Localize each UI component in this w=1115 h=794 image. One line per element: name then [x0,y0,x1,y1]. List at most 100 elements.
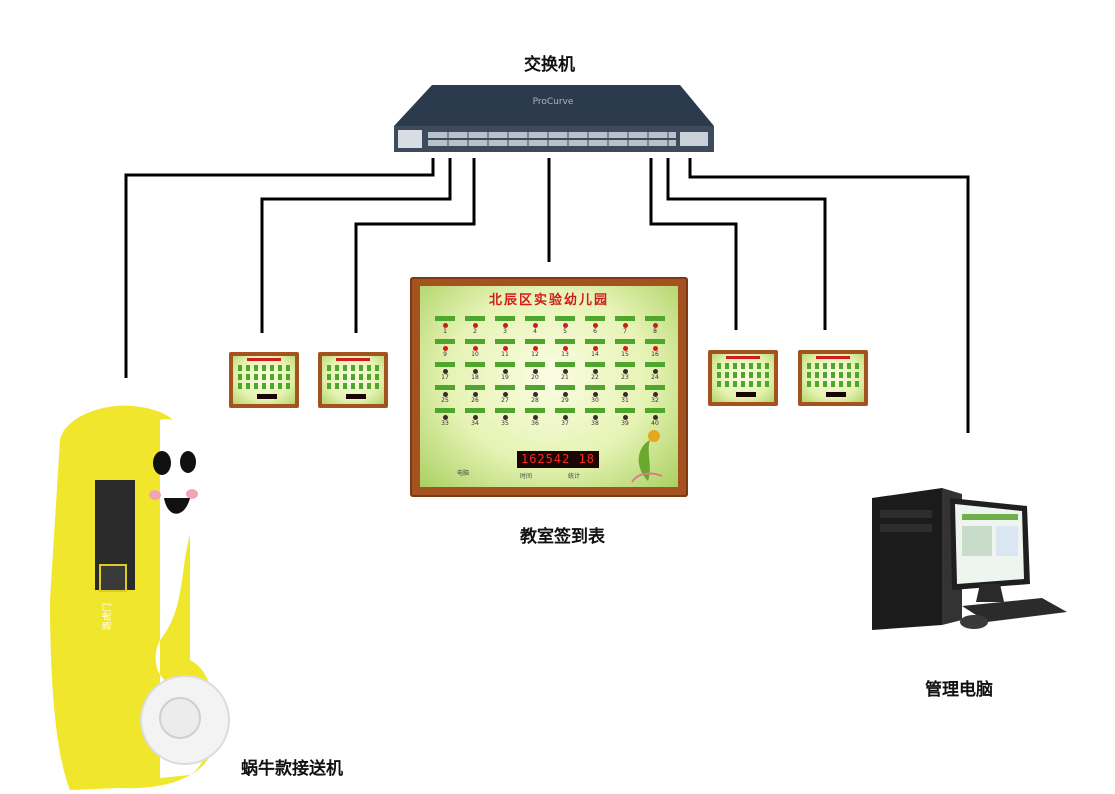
network-switch: ProCurve [388,82,718,162]
name-tag [525,362,545,367]
slot-number: 29 [561,397,569,404]
name-tag [435,339,455,344]
child-slot: 19 [494,362,516,381]
slot-number: 18 [471,374,479,381]
name-tag [645,316,665,321]
name-tag [525,339,545,344]
child-slot: 1 [434,316,456,335]
grid-row: 9 10 11 12 13 14 15 16 [434,339,666,358]
child-slot: 24 [644,362,666,381]
child-slot: 4 [524,316,546,335]
mini-board-3 [708,350,778,406]
name-tag [645,339,665,344]
child-slot: 40 [644,408,666,427]
board-title: 北辰区实验幼儿园 [420,289,678,308]
child-slot: 17 [434,362,456,381]
slot-number: 20 [531,374,539,381]
name-tag [615,339,635,344]
name-tag [645,362,665,367]
slot-number: 3 [503,328,507,335]
child-slot: 28 [524,385,546,404]
switch-label: 交换机 [524,50,575,75]
slot-number: 19 [501,374,509,381]
child-slot: 15 [614,339,636,358]
child-slot: 8 [644,316,666,335]
name-tag [435,316,455,321]
name-tag [555,385,575,390]
slot-number: 24 [651,374,659,381]
mini-board-4 [798,350,868,406]
name-tag [645,385,665,390]
child-slot: 30 [584,385,606,404]
slot-number: 8 [653,328,657,335]
slot-number: 13 [561,351,569,358]
child-slot: 7 [614,316,636,335]
child-slot: 38 [584,408,606,427]
name-tag [585,385,605,390]
child-slot: 13 [554,339,576,358]
slot-number: 17 [441,374,449,381]
name-tag [615,385,635,390]
child-slot: 3 [494,316,516,335]
slot-number: 16 [651,351,659,358]
pc-label: 管理电脑 [925,675,993,700]
mini-board-2 [318,352,388,408]
child-slot: 25 [434,385,456,404]
name-tag [555,408,575,413]
name-tag [615,316,635,321]
wire-kiosk [126,158,433,378]
slot-number: 21 [561,374,569,381]
slot-number: 28 [531,397,539,404]
board-clock: 162542 18 [517,451,599,468]
slot-number: 10 [471,351,479,358]
name-tag [495,339,515,344]
name-tag [615,362,635,367]
child-slot: 5 [554,316,576,335]
slot-number: 25 [441,397,449,404]
switch-brand: ProCurve [533,97,574,107]
child-slot: 34 [464,408,486,427]
slot-number: 14 [591,351,599,358]
child-slot: 36 [524,408,546,427]
name-tag [465,385,485,390]
child-slot: 9 [434,339,456,358]
child-slot: 39 [614,408,636,427]
name-tag [435,385,455,390]
child-slot: 18 [464,362,486,381]
name-tag [585,316,605,321]
child-slot: 33 [434,408,456,427]
slot-number: 1 [443,328,447,335]
name-tag [465,339,485,344]
slot-number: 36 [531,420,539,427]
slot-number: 33 [441,420,449,427]
slot-number: 9 [443,351,447,358]
kiosk-brand: 路虎门 [101,603,113,630]
grid-row: 3334353637383940 [434,408,666,427]
slot-number: 7 [623,328,627,335]
name-tag [525,316,545,321]
grid-row: 12345678 [434,316,666,335]
slot-number: 34 [471,420,479,427]
name-tag [585,408,605,413]
board-caption-left: 电脑 [457,468,469,477]
child-slot: 12 [524,339,546,358]
name-tag [465,316,485,321]
decor-leaf-icon [628,426,668,486]
slot-number: 35 [501,420,509,427]
child-slot: 20 [524,362,546,381]
name-tag [435,362,455,367]
name-tag [495,316,515,321]
board-label: 教室签到表 [520,522,605,547]
name-tag [495,408,515,413]
child-slot: 2 [464,316,486,335]
name-tag [645,408,665,413]
name-tag [615,408,635,413]
kiosk-label: 蜗牛款接送机 [241,754,343,779]
name-tag [465,408,485,413]
slot-number: 2 [473,328,477,335]
child-slot: 22 [584,362,606,381]
slot-number: 11 [501,351,509,358]
